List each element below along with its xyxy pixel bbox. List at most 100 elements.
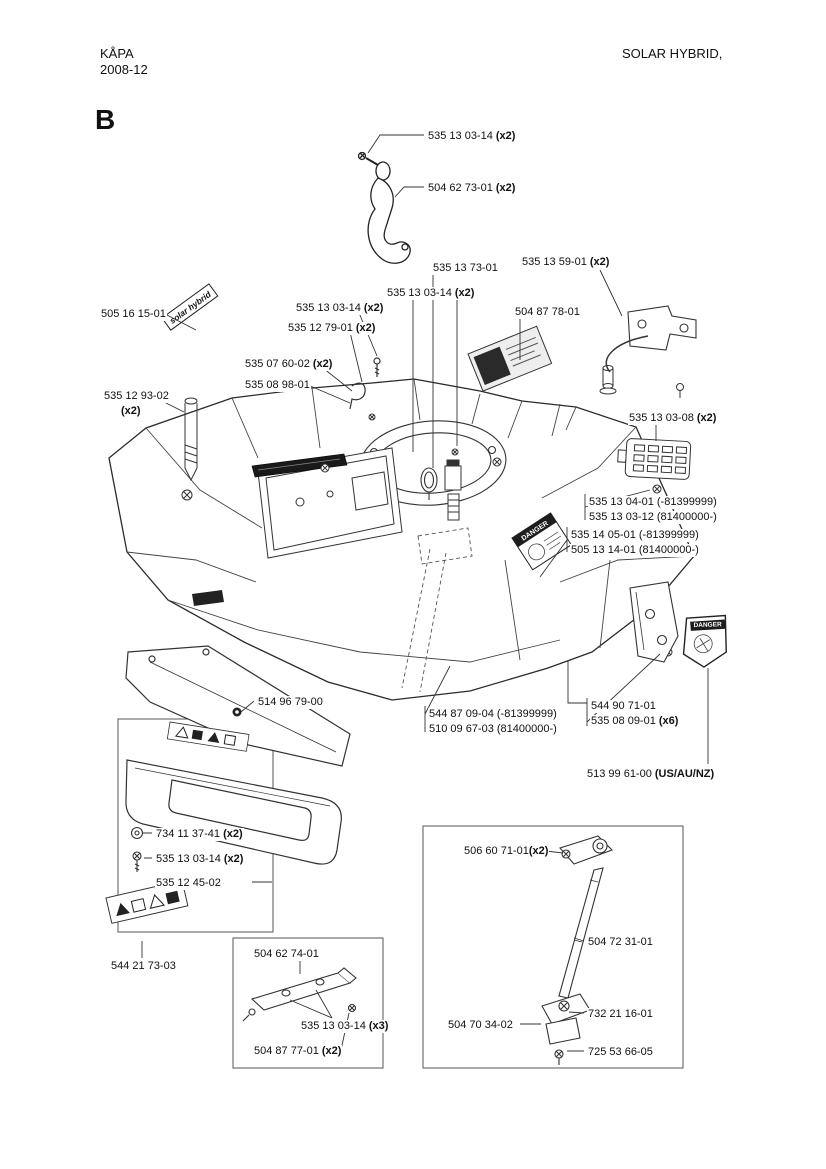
danger-shield-text: DANGER <box>693 621 722 629</box>
part-number: 535 14 05-01 (-81399999) <box>571 529 699 541</box>
part-number: 535 07 60-02 <box>245 358 313 370</box>
part-number: 535 13 73-01 <box>433 262 498 274</box>
long-screw <box>184 397 198 482</box>
part-number: 725 53 66-05 <box>588 1046 653 1058</box>
handle-bracket-inset <box>242 967 357 1022</box>
part-callout: 535 12 93-02 <box>103 390 170 403</box>
part-callout: 535 13 03-14 (x3) <box>300 1020 390 1033</box>
danger-shield-sticker: DANGER <box>682 614 727 668</box>
part-qty: (x2) <box>321 1045 342 1057</box>
part-callout: 510 09 67-03 (81400000-) <box>428 723 558 736</box>
part-callout: 535 13 59-01 (x2) <box>521 256 611 269</box>
part-callout: 544 87 09-04 (-81399999) <box>428 708 558 721</box>
part-qty: (x2) <box>355 322 376 334</box>
part-callout: 535 13 03-14 (x2) <box>295 302 385 315</box>
part-number: 504 87 78-01 <box>515 306 580 318</box>
part-number: 513 99 61-00 <box>587 768 655 780</box>
part-number: 504 62 73-01 <box>428 182 496 194</box>
part-number: 544 90 71-01 <box>591 700 656 712</box>
part-number: 514 96 79-00 <box>258 696 323 708</box>
handle-bar <box>251 453 348 478</box>
part-callout: 535 13 03-14 (x2) <box>386 287 476 300</box>
handle-inset-frame <box>232 937 384 1069</box>
part-callout: 514 96 79-00 <box>257 696 324 709</box>
part-number: 504 87 77-01 <box>254 1045 322 1057</box>
part-qty: (x2) <box>363 302 384 314</box>
group-frames <box>117 718 684 1069</box>
part-number: 535 12 79-01 <box>288 322 356 334</box>
part-number: 535 13 03-14 <box>387 287 455 299</box>
part-callout: 732 21 16-01 <box>587 1008 654 1021</box>
part-number: 504 70 34-02 <box>448 1019 513 1031</box>
danger-sticker: DANGER <box>511 512 572 571</box>
part-qty: (x2) <box>312 358 333 370</box>
part-qty: (x2) <box>528 845 549 857</box>
lifting-hook <box>357 151 411 264</box>
part-number: 544 87 09-04 (-81399999) <box>429 708 557 720</box>
rear-bracket <box>605 305 697 373</box>
part-number: 504 62 74-01 <box>254 948 319 960</box>
part-qty: (x2) <box>495 182 516 194</box>
part-number: 535 12 93-02 <box>104 390 169 402</box>
part-number: 535 13 03-14 <box>428 130 496 142</box>
part-callout: 535 13 03-14 (x2) <box>427 130 517 143</box>
part-callout: 725 53 66-05 <box>587 1046 654 1059</box>
part-qty: (x2) <box>223 853 244 865</box>
part-number: 535 13 03-12 (81400000-) <box>589 511 717 523</box>
stay-rod-inset <box>541 835 613 1065</box>
part-callout: 504 70 34-02 <box>447 1019 514 1032</box>
model-name: SOLAR HYBRID, <box>622 46 723 61</box>
part-callout: 535 14 05-01 (-81399999) <box>570 529 700 542</box>
part-callout: 506 60 71-01(x2) <box>463 845 550 858</box>
part-number: 510 09 67-03 (81400000-) <box>429 723 557 735</box>
part-number: 535 13 04-01 (-81399999) <box>589 496 717 508</box>
part-callout: 535 13 03-14 (x2) <box>155 853 245 866</box>
warning-strip-sticker <box>166 721 250 752</box>
part-callout: 513 99 61-00 (US/AU/NZ) <box>586 768 716 781</box>
skirt-nut <box>232 707 242 717</box>
front-bumper <box>125 759 342 865</box>
grille-part <box>617 438 692 480</box>
part-qty: (x6) <box>658 715 679 727</box>
part-number: 535 12 45-02 <box>156 877 221 889</box>
document-date: 2008-12 <box>100 62 148 77</box>
connector-part <box>444 459 462 521</box>
part-callout: 535 07 60-02 (x2) <box>244 358 334 371</box>
part-qty: (US/AU/NZ) <box>654 768 715 780</box>
part-callout: 535 13 73-01 <box>432 262 499 275</box>
part-callout: 505 13 14-01 (81400000-) <box>570 544 700 557</box>
part-callout: 505 16 15-01 <box>100 308 167 321</box>
dashed-guides <box>401 527 473 693</box>
spring-clip <box>349 357 381 410</box>
part-number: 504 72 31-01 <box>588 936 653 948</box>
info-sticker <box>467 325 553 392</box>
part-callout: (x2) <box>120 405 142 418</box>
part-callout: 734 11 37-41 (x2) <box>155 828 244 841</box>
part-qty: (x2) <box>454 287 475 299</box>
part-number: 535 13 03-08 <box>629 412 697 424</box>
part-number: 535 13 03-14 <box>301 1020 369 1032</box>
part-qty: (x3) <box>368 1020 389 1032</box>
part-callout: 544 21 73-03 <box>110 960 177 973</box>
warning-symbols-sticker <box>105 879 189 924</box>
part-callout: 535 12 79-01 (x2) <box>287 322 377 335</box>
part-callout: 544 90 71-01 <box>590 700 657 713</box>
part-number: 535 08 09-01 <box>591 715 659 727</box>
part-callout: 535 13 04-01 (-81399999) <box>588 496 718 509</box>
part-callout: 504 62 73-01 (x2) <box>427 182 517 195</box>
part-number: 505 13 14-01 (81400000-) <box>571 544 699 556</box>
part-callout: 504 72 31-01 <box>587 936 654 949</box>
part-callout: 535 08 98-01 <box>244 379 311 392</box>
stay-rod-inset-frame <box>422 825 684 1069</box>
latch <box>192 590 224 606</box>
solar-hybrid-text: solar hybrid <box>168 289 214 326</box>
part-callout: 535 13 03-12 (81400000-) <box>588 511 718 524</box>
section-letter: B <box>95 104 116 135</box>
part-number: 535 08 98-01 <box>245 379 310 391</box>
part-callout: 504 62 74-01 <box>253 948 320 961</box>
part-qty: (x2) <box>696 412 717 424</box>
skirt-panel <box>125 645 351 767</box>
solar-hybrid-sticker: solar hybrid <box>161 283 219 331</box>
